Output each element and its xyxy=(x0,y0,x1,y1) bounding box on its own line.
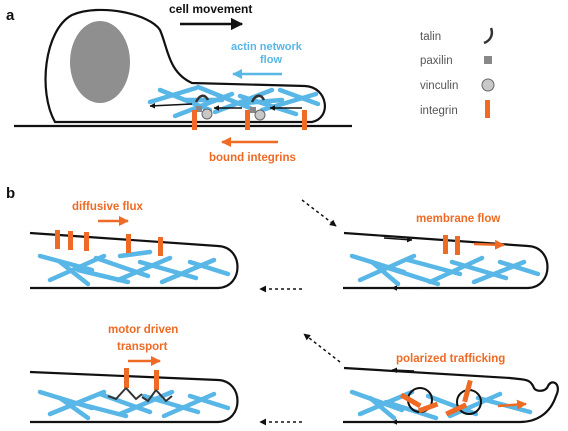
actin-flow-label-line2: flow xyxy=(260,54,282,66)
bound-integrins xyxy=(192,110,307,130)
actin-flow-label-line1: actin network xyxy=(231,41,303,53)
legend-vinculin-label: vinculin xyxy=(420,80,458,92)
legend-integrin-label: integrin xyxy=(420,105,458,117)
protrusion-membrane xyxy=(29,370,239,424)
retrograde-flow-arrows xyxy=(149,102,302,111)
membrane-flow-protrusion xyxy=(343,231,549,291)
talin-icon xyxy=(483,27,494,45)
integrin-icon xyxy=(485,100,490,118)
cell-movement-label: cell movement xyxy=(169,2,252,16)
polarized-trafficking-label: polarized trafficking xyxy=(396,353,505,365)
diffusive-flux-protrusion xyxy=(29,230,239,290)
membrane-flow-top-arrow xyxy=(383,236,413,243)
protrusion-membrane xyxy=(343,366,559,424)
myosin-motors xyxy=(107,387,173,403)
motor-driven-protrusion xyxy=(29,368,239,424)
membrane-flow-label: membrane flow xyxy=(416,213,500,225)
motor-driven-label-line1: motor driven xyxy=(108,324,178,336)
protrusion-membrane xyxy=(29,231,239,290)
trafficking-top-arrow xyxy=(391,367,415,374)
panel-a-letter: a xyxy=(6,7,15,24)
legend-paxilin-label: paxilin xyxy=(420,55,453,67)
vinculin-icon xyxy=(481,78,495,92)
polarized-trafficking-protrusion xyxy=(343,366,559,425)
membrane-flow-orange-arrow xyxy=(473,239,505,250)
paxilin-icon xyxy=(484,56,492,64)
bound-integrins-label: bound integrins xyxy=(209,152,296,164)
trafficking-orange-arrow xyxy=(497,399,527,410)
dashed-arrow-in-top xyxy=(301,199,337,227)
integrins-trafficking xyxy=(399,379,473,417)
actin-network-diffusive xyxy=(37,249,231,287)
adhesion-complexes xyxy=(194,94,266,121)
legend: talin paxilin vinculin integrin xyxy=(420,27,495,118)
integrins-motor xyxy=(124,368,159,390)
integrins-diffusive xyxy=(55,230,163,256)
motor-driven-label-line2: transport xyxy=(117,341,168,353)
nucleus xyxy=(70,21,130,103)
panel-b-letter: b xyxy=(6,185,15,202)
protrusion-membrane xyxy=(343,231,549,290)
dashed-arrow-out-bottom-upper xyxy=(303,333,341,363)
actin-network-membrane-flow xyxy=(349,253,541,287)
legend-talin-label: talin xyxy=(420,31,441,43)
integrins-membrane-flow xyxy=(443,235,460,255)
diffusive-flux-label: diffusive flux xyxy=(72,201,144,213)
